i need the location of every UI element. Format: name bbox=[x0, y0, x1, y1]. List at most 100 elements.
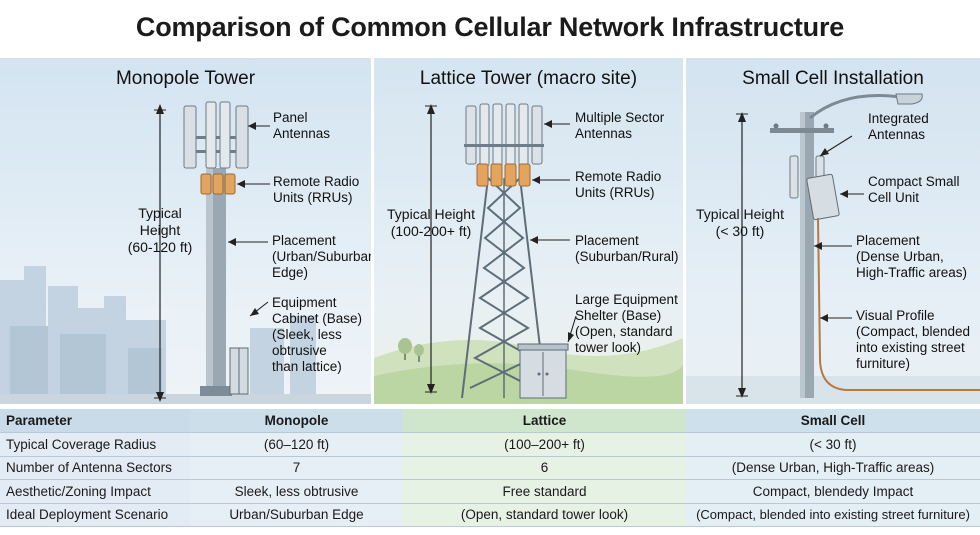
label-line: Units (RRUs) bbox=[575, 185, 655, 200]
label-line: obtrusive bbox=[272, 343, 327, 358]
label-line: (Open, standard bbox=[575, 324, 673, 339]
label-line: High-Traffic areas) bbox=[856, 265, 968, 280]
label-line: Antennas bbox=[575, 126, 633, 141]
smallcell-height-label: Typical Height (< 30 ft) bbox=[690, 206, 790, 240]
label-line: Equipment bbox=[272, 295, 337, 310]
label-line: Visual Profile bbox=[856, 308, 935, 323]
street-light-icon bbox=[895, 93, 923, 105]
table-cell: (Compact, blended into existing street f… bbox=[686, 503, 980, 527]
monopole-equipment-label: Equipment Cabinet (Base) (Sleek, less ob… bbox=[272, 295, 362, 375]
header-monopole: Monopole bbox=[190, 409, 403, 433]
table-row: Aesthetic/Zoning Impact Sleek, less obtr… bbox=[0, 479, 980, 504]
label-line: Antennas bbox=[868, 127, 926, 142]
label-line: Placement bbox=[856, 233, 920, 248]
smallcell-illustration bbox=[686, 93, 980, 404]
label-line: than lattice) bbox=[272, 359, 342, 374]
label-line: Units (RRUs) bbox=[273, 190, 353, 205]
label-line: Placement bbox=[272, 233, 336, 248]
height-label-line: Typical Height bbox=[387, 206, 475, 222]
panel-antennas-icon bbox=[183, 101, 249, 169]
table-cell: (Open, standard tower look) bbox=[403, 503, 686, 527]
label-line: Cabinet (Base) bbox=[272, 311, 363, 326]
label-line: Placement bbox=[575, 233, 639, 248]
monopole-panel: Monopole Tower Typical Height (60-120 ft… bbox=[0, 58, 371, 404]
height-label-line: Height bbox=[139, 222, 181, 238]
lattice-placement-label: Placement (Suburban/Rural) bbox=[575, 233, 679, 265]
header-parameter: Parameter bbox=[0, 409, 190, 433]
smallcell-panel: Small Cell Installation Typical Height (… bbox=[686, 58, 980, 404]
label-line: Large Equipment bbox=[575, 292, 678, 307]
height-label-line: Typical bbox=[138, 205, 182, 221]
header-smallcell: Small Cell bbox=[686, 409, 980, 433]
lattice-antennas-label: Multiple Sector Antennas bbox=[575, 110, 664, 142]
header-lattice: Lattice bbox=[403, 409, 686, 433]
lattice-equipment-label: Large Equipment Shelter (Base) (Open, st… bbox=[575, 292, 678, 356]
label-line: Remote Radio bbox=[273, 174, 360, 189]
label-line: Panel bbox=[273, 110, 308, 125]
table-cell: (60–120 ft) bbox=[190, 432, 403, 457]
cable-icon bbox=[817, 217, 980, 391]
label-line: tower look) bbox=[575, 340, 642, 355]
label-line: (Dense Urban, bbox=[856, 249, 944, 264]
table-cell: Number of Antenna Sectors bbox=[0, 456, 190, 480]
smallcell-placement-label: Placement (Dense Urban, High-Traffic are… bbox=[856, 233, 967, 281]
table-cell: Ideal Deployment Scenario bbox=[0, 503, 190, 527]
rru-icon bbox=[200, 173, 236, 195]
lattice-title: Lattice Tower (macro site) bbox=[419, 68, 638, 89]
table-header-row: Parameter Monopole Lattice Small Cell bbox=[0, 409, 980, 433]
smallcell-title: Small Cell Installation bbox=[742, 68, 924, 89]
label-line: furniture) bbox=[856, 356, 911, 371]
label-line: (Sleek, less bbox=[272, 327, 342, 342]
label-line: (Compact, blended bbox=[856, 324, 971, 339]
monopole-illustration bbox=[0, 101, 371, 404]
table-cell: 6 bbox=[403, 456, 686, 480]
monopole-rru-label: Remote Radio Units (RRUs) bbox=[273, 174, 359, 206]
lattice-illustration bbox=[374, 103, 683, 404]
height-label-line: (< 30 ft) bbox=[715, 223, 765, 239]
lattice-rru-label: Remote Radio Units (RRUs) bbox=[575, 169, 661, 201]
tree-icon bbox=[398, 338, 424, 362]
lattice-panel: Lattice Tower (macro site) Typical Heigh… bbox=[374, 58, 683, 404]
monopole-title: Monopole Tower bbox=[115, 68, 256, 89]
table-cell: Sleek, less obtrusive bbox=[190, 479, 403, 504]
table-cell: (100–200+ ft) bbox=[403, 432, 686, 457]
monopole-height-label: Typical Height (60-120 ft) bbox=[118, 205, 202, 256]
table-cell: 7 bbox=[190, 456, 403, 480]
height-label-line: (60-120 ft) bbox=[127, 239, 193, 255]
label-line: Multiple Sector bbox=[575, 110, 665, 125]
label-line: Integrated bbox=[868, 111, 929, 126]
equipment-cabinet-icon bbox=[229, 347, 249, 395]
smallcell-unit-label: Compact Small Cell Unit bbox=[868, 174, 960, 206]
monopole-antennas-label: Panel Antennas bbox=[273, 110, 330, 142]
table-cell: Typical Coverage Radius bbox=[0, 432, 190, 457]
smallcell-antennas-label: Integrated Antennas bbox=[868, 111, 929, 143]
label-line: (Urban/Suburban bbox=[272, 249, 371, 264]
table-row: Typical Coverage Radius (60–120 ft) (100… bbox=[0, 432, 980, 457]
smallcell-visual-label: Visual Profile (Compact, blended into ex… bbox=[856, 308, 970, 372]
height-label-line: (100-200+ ft) bbox=[390, 223, 472, 239]
lattice-height-label: Typical Height (100-200+ ft) bbox=[376, 206, 486, 240]
table-cell: (< 30 ft) bbox=[686, 432, 980, 457]
label-line: Shelter (Base) bbox=[575, 308, 662, 323]
table-row: Number of Antenna Sectors 7 6 (Dense Urb… bbox=[0, 456, 980, 480]
page-title: Comparison of Common Cellular Network In… bbox=[135, 12, 845, 42]
monopole-placement-label: Placement (Urban/Suburban Edge) bbox=[272, 233, 371, 281]
label-line: into existing street bbox=[856, 340, 965, 355]
rru-icon bbox=[476, 163, 531, 187]
table-cell: (Dense Urban, High-Traffic areas) bbox=[686, 456, 980, 480]
label-line: Cell Unit bbox=[868, 190, 920, 205]
label-line: Remote Radio bbox=[575, 169, 662, 184]
comparison-table: Parameter Monopole Lattice Small Cell Ty… bbox=[0, 409, 980, 527]
equipment-shelter-icon bbox=[517, 343, 569, 399]
label-line: Compact Small bbox=[868, 174, 960, 189]
label-line: Edge) bbox=[272, 265, 309, 280]
small-cell-unit-icon bbox=[806, 173, 840, 221]
height-label-line: Typical Height bbox=[696, 206, 784, 222]
table-row: Ideal Deployment Scenario Urban/Suburban… bbox=[0, 503, 980, 527]
label-line: (Suburban/Rural) bbox=[575, 249, 679, 264]
table-cell: Free standard bbox=[403, 479, 686, 504]
table-cell: Aesthetic/Zoning Impact bbox=[0, 479, 190, 504]
table-cell: Compact, blendedy Impact bbox=[686, 479, 980, 504]
label-line: Antennas bbox=[273, 126, 331, 141]
sector-antennas-icon bbox=[465, 103, 543, 167]
